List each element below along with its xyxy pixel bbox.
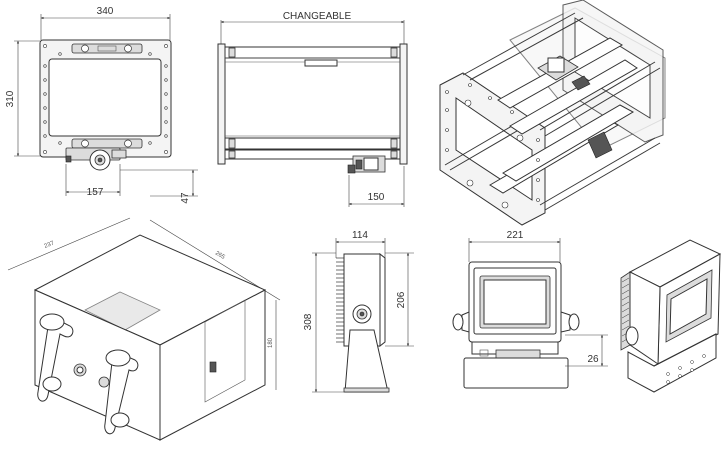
box-isometric-view: 237 265 180 bbox=[7, 217, 281, 441]
dim-box-height: 180 bbox=[268, 337, 274, 348]
dim-roller-offset: 150 bbox=[368, 192, 385, 203]
dim-enclosure-width: 114 bbox=[352, 230, 368, 241]
dim-frame-depth: 47 bbox=[180, 192, 191, 204]
dim-frame-offset: 157 bbox=[87, 187, 104, 198]
dim-frame-width: 340 bbox=[97, 6, 114, 17]
dim-frame-height: 310 bbox=[5, 90, 16, 107]
dim-front-width: 221 bbox=[507, 230, 524, 241]
frame-front-view: 340 310 bbox=[5, 6, 198, 204]
dim-box-depth-b: 265 bbox=[214, 251, 226, 262]
dim-enclosure-height: 206 bbox=[396, 291, 407, 308]
enclosure-isometric-view bbox=[620, 239, 722, 393]
roller-side-view: CHANGEABLE 150 bbox=[217, 11, 408, 207]
dim-front-offset: 26 bbox=[587, 354, 599, 365]
enclosure-side-view: 114 308 206 bbox=[303, 230, 414, 393]
dim-changeable-label: CHANGEABLE bbox=[283, 11, 352, 22]
enclosure-front-view: 221 26 bbox=[452, 230, 608, 389]
dim-enclosure-total-height: 308 bbox=[303, 313, 314, 330]
frame-isometric-view bbox=[439, 0, 666, 226]
dim-box-depth-a: 237 bbox=[44, 240, 56, 250]
